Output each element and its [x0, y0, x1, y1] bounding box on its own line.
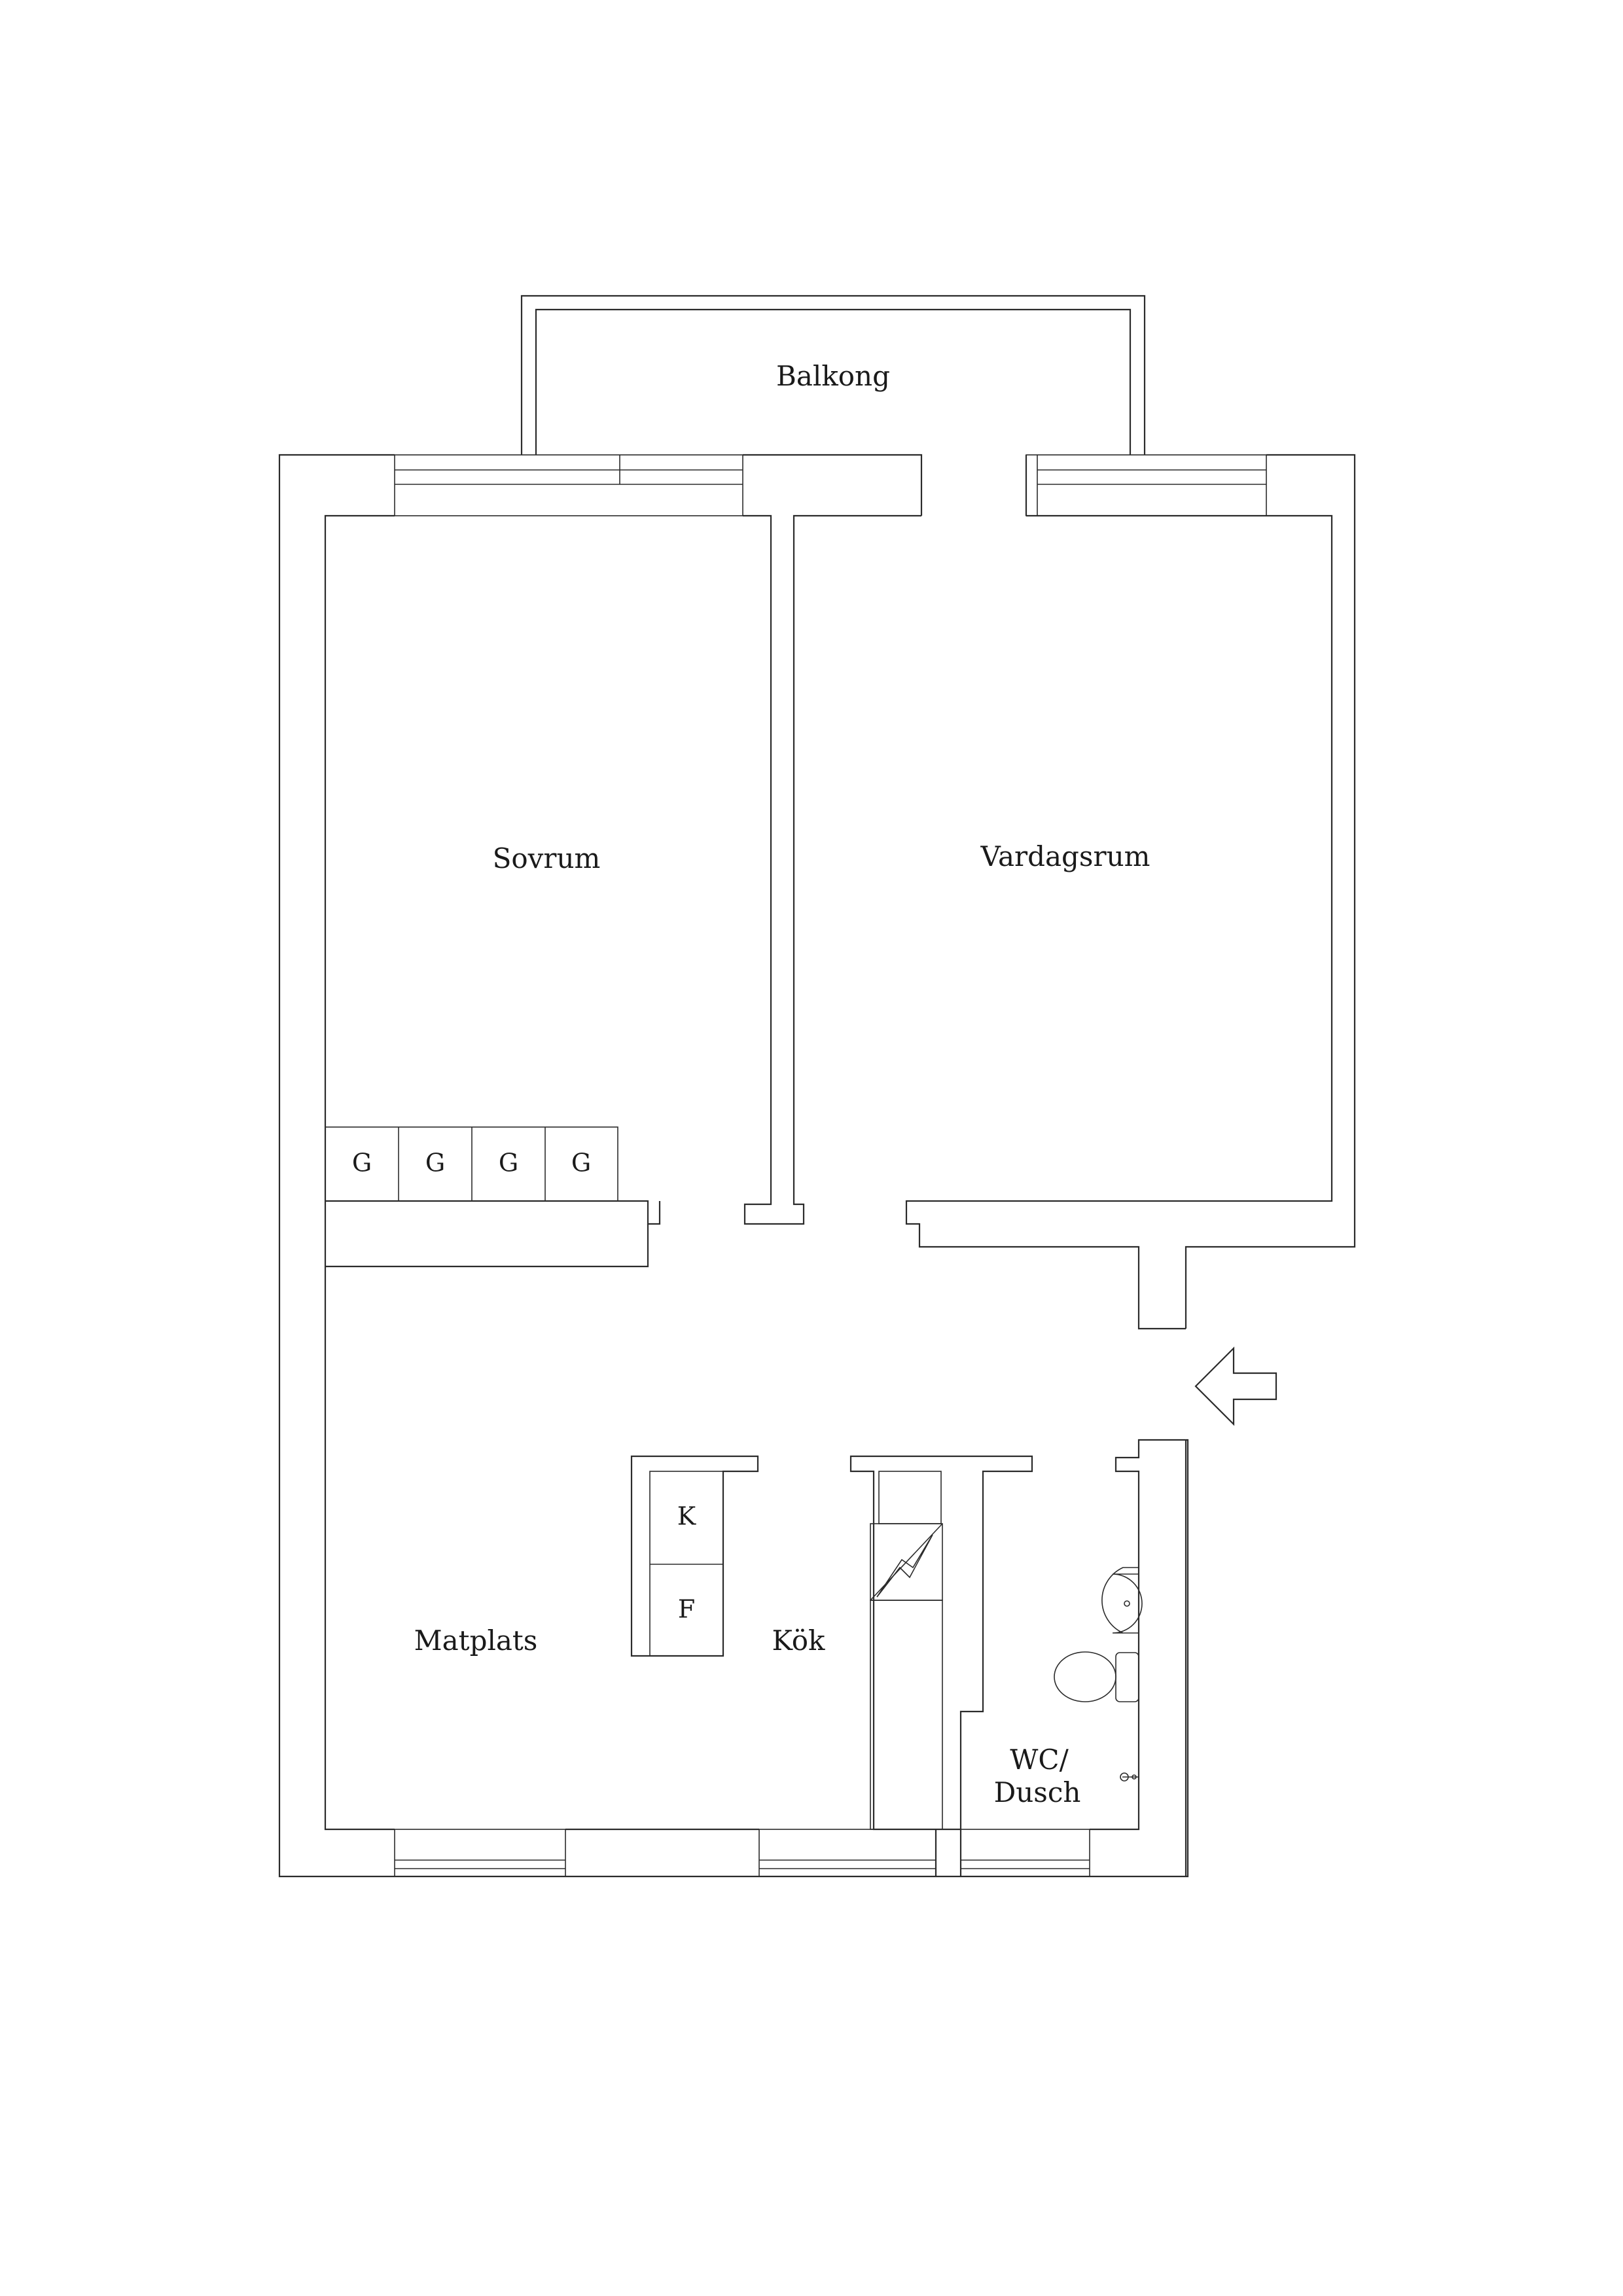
- fridge-label: K: [677, 1502, 696, 1531]
- room-label-kitchen: Kök: [772, 1624, 826, 1657]
- freezer-label: F: [678, 1595, 695, 1624]
- stove-icon: [870, 1523, 943, 1601]
- room-label-bathroom-line1: WC/: [1010, 1744, 1069, 1776]
- windows: [394, 454, 1267, 1877]
- kitchen-counter: [870, 1471, 943, 1830]
- window-bedroom: [394, 454, 743, 516]
- wardrobes: G G G G: [325, 1126, 618, 1202]
- room-label-living-room: Vardagsrum: [980, 840, 1150, 872]
- wardrobe-label: G: [499, 1149, 518, 1177]
- balcony: [520, 295, 1146, 455]
- bathroom-fixtures: [1054, 1567, 1143, 1782]
- window-kitchen: [758, 1829, 936, 1877]
- room-label-dining: Matplats: [414, 1624, 538, 1657]
- entrance-arrow-icon: [1194, 1346, 1277, 1426]
- sink-icon: [1101, 1567, 1143, 1634]
- wardrobe-label: G: [425, 1149, 445, 1177]
- room-label-bedroom: Sovrum: [493, 842, 601, 874]
- shower-icon: [1120, 1772, 1139, 1782]
- room-label-bathroom-line2: Dusch: [994, 1776, 1081, 1808]
- window-living-room: [1026, 454, 1267, 516]
- wardrobe-label: G: [571, 1149, 591, 1177]
- toilet-icon: [1054, 1651, 1139, 1702]
- fridge-freezer: K F: [630, 1455, 759, 1657]
- wardrobe-label: G: [352, 1149, 372, 1177]
- room-label-balcony: Balkong: [776, 360, 890, 392]
- window-bathroom: [960, 1829, 1090, 1877]
- window-dining: [394, 1829, 566, 1877]
